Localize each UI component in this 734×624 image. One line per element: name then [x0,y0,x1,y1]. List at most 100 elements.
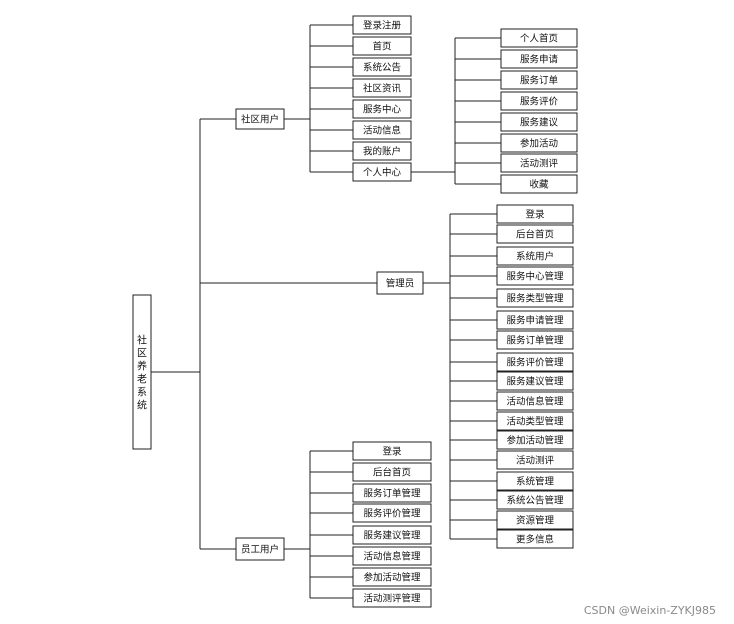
personal-center-item-box [500,28,578,48]
personal-center-item-label: 个人首页 [520,33,558,45]
administrator-item-box [496,529,574,549]
administrator-item-box [496,224,574,244]
community-user-item: 我的账户 [352,141,412,161]
staff-user-item-box [352,462,432,482]
administrator-item-label: 系统公告管理 [506,495,564,507]
administrator-item-box [496,310,574,330]
branch-staff-user: 员工用户 [235,537,285,561]
administrator-item-label: 系统用户 [516,251,554,263]
personal-center-item: 服务建议 [500,112,578,132]
staff-user-item: 活动测评管理 [352,588,432,608]
administrator-item-box [496,411,574,431]
staff-user-item: 参加活动管理 [352,567,432,587]
root-node-box [132,294,152,450]
administrator-item-label: 服务中心管理 [506,271,564,283]
administrator-item-label: 服务类型管理 [506,293,564,305]
personal-center-item-label: 服务订单 [520,75,559,87]
root-label-char: 社 [137,334,147,347]
personal-center-item-box [500,49,578,69]
branch-administrator-label: 管理员 [386,278,415,290]
community-user-item-box [352,99,412,119]
branch-staff-user-label: 员工用户 [241,544,279,556]
personal-center-item: 服务评价 [500,91,578,111]
root-label-char: 区 [137,348,147,360]
community-user-item-box [352,78,412,98]
administrator-item-label: 资源管理 [516,515,555,527]
administrator-item-box [496,471,574,491]
personal-center-item: 收藏 [500,174,578,194]
branch-administrator: 管理员 [376,271,424,295]
personal-center-item-label: 收藏 [529,179,549,191]
administrator-item-box [496,330,574,350]
staff-user-item-label: 活动测评管理 [363,593,421,605]
administrator-item: 系统管理 [496,471,574,491]
branch-community-user-box [235,108,285,130]
staff-user-item: 服务评价管理 [352,503,432,523]
administrator-item-box [496,288,574,308]
staff-user-item-box [352,503,432,523]
community-user-item-box [352,15,412,35]
staff-user-item-box [352,567,432,587]
administrator-item-box [496,430,574,450]
personal-center-item: 活动测评 [500,153,578,173]
branch-administrator-box [376,271,424,295]
branch-community-user-label: 社区用户 [241,114,279,126]
community-user-item: 系统公告 [352,57,412,77]
connector-lines [151,24,501,599]
administrator-item-box [496,371,574,391]
personal-center-item-box [500,112,578,132]
branch-staff-user-box [235,537,285,561]
staff-user-item-box [352,525,432,545]
administrator-item: 服务类型管理 [496,288,574,308]
staff-user-item-box [352,483,432,503]
staff-user-item-label: 参加活动管理 [363,572,421,584]
personal-center-item: 服务订单 [500,70,578,90]
administrator-item-box [496,450,574,470]
administrator-item: 系统公告管理 [496,490,574,510]
administrator-item-label: 参加活动管理 [506,435,564,447]
personal-center-item-box [500,153,578,173]
staff-user-item: 服务建议管理 [352,525,432,545]
staff-user-item-label: 活动信息管理 [363,551,421,563]
community-user-item: 登录注册 [352,15,412,35]
administrator-item-label: 服务评价管理 [506,357,564,369]
personal-center-item: 参加活动 [500,133,578,153]
staff-user-item-box [352,588,432,608]
root-label-char: 老 [137,373,147,386]
personal-center-item-label: 服务评价 [520,96,559,108]
root-node-label: 社区养老系统 [137,334,147,412]
administrator-item-label: 登录 [525,210,545,221]
personal-center-item-label: 活动测评 [520,158,559,170]
administrator-item: 服务建议管理 [496,371,574,391]
administrator-item-label: 活动信息管理 [506,396,564,408]
staff-user-item: 活动信息管理 [352,546,432,566]
administrator-item-box [496,204,574,224]
administrator-item: 服务中心管理 [496,266,574,286]
personal-center-item-box [500,70,578,90]
administrator-item: 登录 [496,204,574,224]
community-user-item-box [352,141,412,161]
root-label-char: 统 [137,399,147,412]
community-user-item-label: 活动信息 [363,125,401,137]
staff-user-item: 登录 [352,441,432,461]
staff-user-item: 服务订单管理 [352,483,432,503]
root-label-char: 系 [137,387,147,399]
personal-center-item: 个人首页 [500,28,578,48]
community-user-item-box [352,57,412,77]
community-user-item-label: 首页 [372,41,391,53]
community-user-item-label: 系统公告 [363,62,401,74]
personal-center-item-label: 服务申请 [520,54,559,66]
community-user-item-label: 个人中心 [363,167,402,179]
administrator-item-box [496,490,574,510]
diagram-nodes: 社区养老系统 社区用户 登录注册首页系统公告社区资讯服务中心活动信息我的账户个人中心… [132,15,578,608]
personal-center-item-box [500,133,578,153]
community-user-item-label: 服务中心 [363,104,402,116]
administrator-item: 服务申请管理 [496,310,574,330]
staff-user-item-label: 服务订单管理 [363,488,421,500]
administrator-item-box [496,510,574,530]
personal-center-item-label: 服务建议 [520,117,559,129]
root-node: 社区养老系统 [132,294,152,450]
administrator-item-label: 后台首页 [516,229,554,241]
community-user-item-label: 社区资讯 [363,83,402,95]
